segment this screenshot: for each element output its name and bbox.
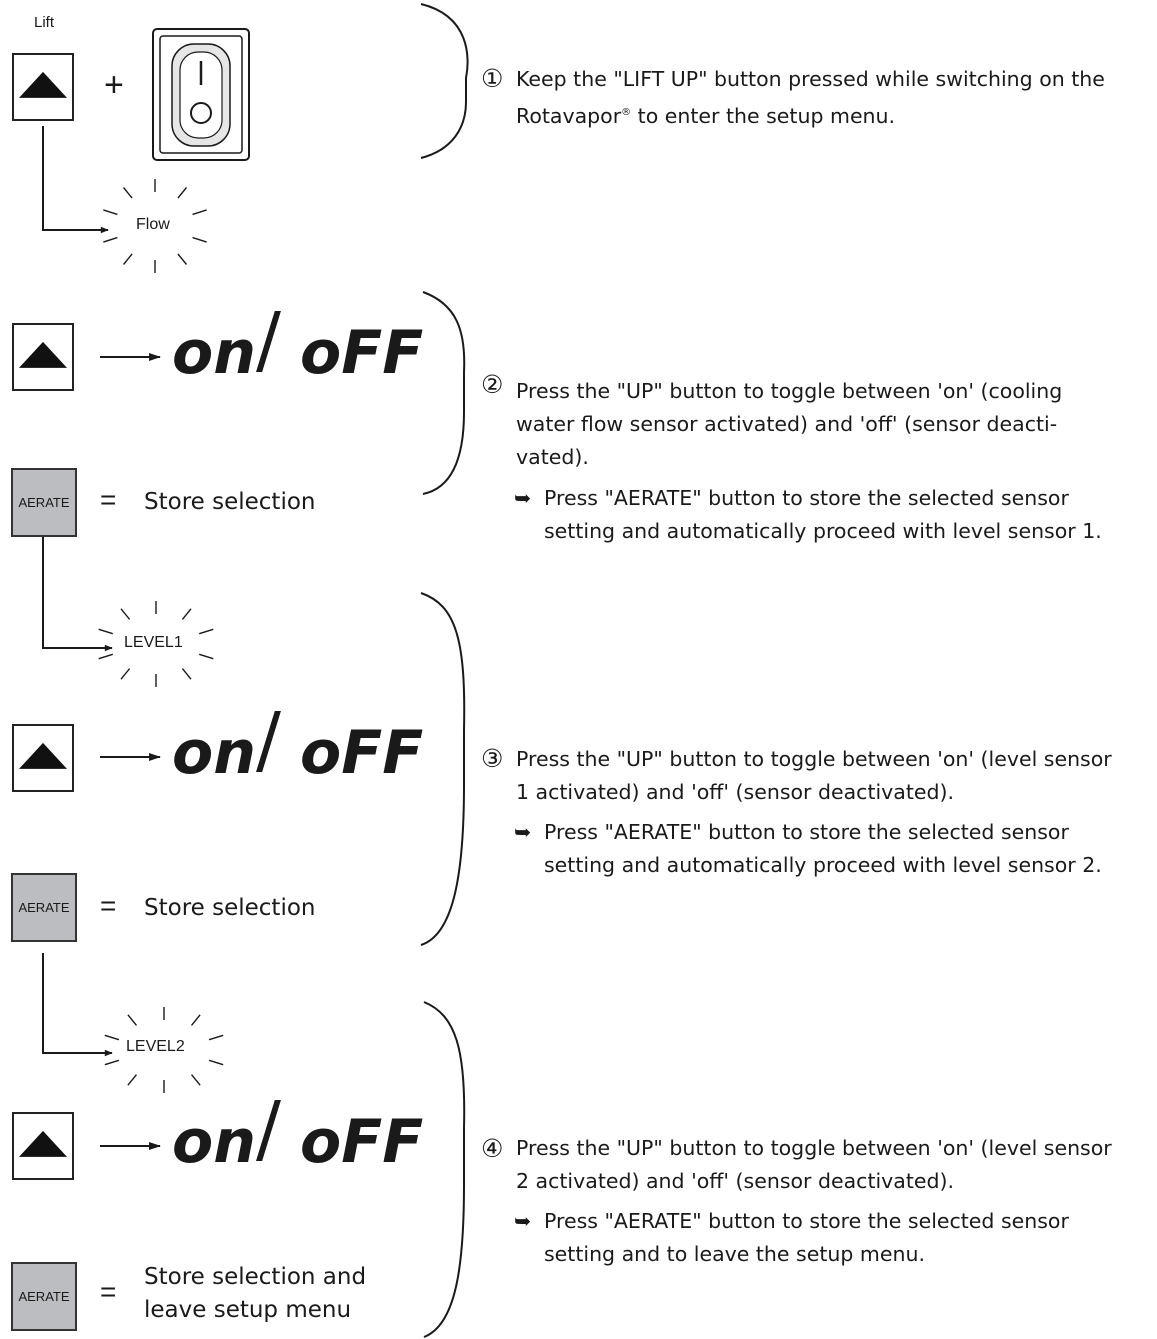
flash-ray (208, 1034, 224, 1041)
plus-sign: + (104, 66, 124, 104)
display-off-4: oFF (300, 1107, 424, 1177)
connector-level1 (42, 537, 113, 652)
flash-ray (98, 653, 114, 660)
flash-label-level2: LEVEL2 (126, 1038, 185, 1055)
aerate-button-step-4[interactable]: AERATE (11, 1262, 77, 1331)
flash-ray (181, 668, 192, 680)
up-triangle-icon (19, 341, 67, 368)
step-3-description: Press the "UP" button to toggle between … (516, 747, 1112, 804)
flash-ray (192, 236, 207, 243)
bracket-step-1 (420, 3, 469, 159)
flash-ray (127, 1074, 138, 1086)
flash-ray (104, 1034, 120, 1041)
aerate-button-step-2[interactable]: AERATE (11, 468, 77, 537)
bracket-step-4 (423, 1001, 466, 1338)
up-button-step-2[interactable] (12, 323, 74, 391)
display-slash-4: / (256, 1086, 281, 1172)
display-slash-2: / (256, 297, 281, 383)
display-on-3: on (172, 718, 256, 788)
step-1-description-text: Keep the "LIFT UP" button pressed while … (516, 67, 1105, 128)
up-button-step-4[interactable] (12, 1112, 74, 1180)
flash-ray (120, 668, 131, 680)
flash-ray (104, 1059, 120, 1066)
step-number-3: ③ (481, 744, 504, 773)
flash-rays (98, 179, 224, 1093)
step-2-description: Press the "UP" button to toggle between … (516, 379, 1063, 469)
display-on-2: on (172, 318, 256, 388)
step-number-2: ② (481, 370, 504, 399)
power-switch-icon (152, 28, 250, 161)
flash-label-level1: LEVEL1 (124, 634, 183, 651)
connector-level2 (42, 953, 113, 1057)
flash-label-flow: Flow (136, 216, 170, 233)
bullet-arrow-icon: ➥ (514, 486, 532, 510)
bracket-step-3 (420, 592, 466, 946)
step-number-4: ④ (481, 1134, 504, 1163)
store-selection-2: Store selection (144, 489, 316, 515)
flash-ray (122, 187, 133, 199)
equals-sign-3: = (100, 890, 117, 921)
lift-button-label: Lift (34, 14, 55, 31)
aerate-button-step-3[interactable]: AERATE (11, 873, 77, 942)
up-triangle-icon (19, 742, 67, 769)
flash-ray (103, 209, 118, 216)
store-selection-4: Store selection and leave setup menu (144, 1264, 367, 1323)
store-selection-3: Store selection (144, 895, 316, 921)
flash-ray (122, 253, 133, 265)
equals-sign-2: = (100, 484, 117, 515)
flash-ray (120, 608, 131, 620)
step-4-bullet-text: Press "AERATE" button to store the selec… (544, 1209, 1069, 1266)
flash-ray (190, 1074, 201, 1086)
step-3-bullet: ➥ Press "AERATE" button to store the sel… (514, 816, 1124, 882)
up-triangle-icon (19, 1130, 67, 1157)
display-off-2: oFF (300, 318, 424, 388)
display-on-4: on (172, 1107, 256, 1177)
display-off-3: oFF (300, 718, 424, 788)
flash-ray (198, 653, 214, 660)
bullet-arrow-icon: ➥ (514, 1209, 532, 1233)
step-2-bullet: ➥ Press "AERATE" button to store the sel… (514, 482, 1124, 548)
flash-ray (103, 236, 118, 243)
flash-ray (177, 253, 188, 265)
flash-ray (192, 209, 207, 216)
flash-ray (208, 1059, 224, 1066)
step-3-bullet-text: Press "AERATE" button to store the selec… (544, 820, 1102, 877)
step-2-bullet-text: Press "AERATE" button to store the selec… (544, 486, 1102, 543)
up-triangle-icon (19, 71, 67, 98)
lift-up-button[interactable] (12, 53, 74, 121)
up-button-step-3[interactable] (12, 724, 74, 792)
step-1-description: Keep the "LIFT UP" button pressed while … (516, 63, 1126, 133)
step-4-description: Press the "UP" button to toggle between … (516, 1136, 1112, 1193)
display-slash-3: / (256, 697, 281, 783)
flash-ray (181, 608, 192, 620)
flash-ray (127, 1014, 138, 1026)
flash-ray (190, 1014, 201, 1026)
bracket-step-2 (422, 291, 466, 495)
bullet-arrow-icon: ➥ (514, 820, 532, 844)
registered-mark: ® (621, 107, 632, 118)
step-number-1: ① (481, 64, 504, 93)
equals-sign-4: = (100, 1276, 117, 1307)
step-4-bullet: ➥ Press "AERATE" button to store the sel… (514, 1205, 1124, 1271)
flash-ray (98, 628, 114, 635)
flash-ray (198, 628, 214, 635)
connector-flow (42, 126, 109, 234)
flash-ray (177, 187, 188, 199)
step-1-description-end: to enter the setup menu. (631, 103, 896, 128)
